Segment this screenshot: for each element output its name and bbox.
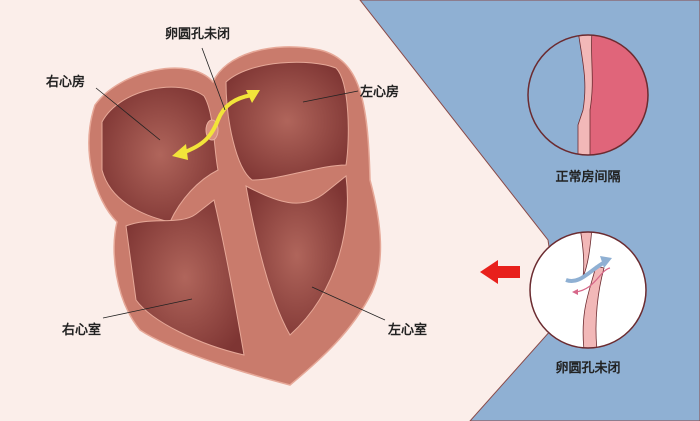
label-left-atrium: 左心房 bbox=[360, 84, 399, 100]
left-atrium-chamber bbox=[225, 61, 349, 181]
heart bbox=[88, 46, 382, 386]
red-arrow-icon bbox=[480, 260, 520, 284]
label-pfo-top: 卵圆孔未闭 bbox=[165, 26, 230, 42]
yellow-double-arrow bbox=[181, 93, 253, 155]
arrowhead-right bbox=[246, 90, 260, 103]
right-atrium-chamber bbox=[101, 86, 219, 223]
blue-panel bbox=[359, 0, 700, 421]
label-right-ventricle: 右心室 bbox=[61, 322, 101, 338]
caption-normal-septum: 正常房间隔 bbox=[555, 169, 620, 185]
pfo-circle bbox=[529, 231, 647, 349]
right-ventricle-chamber bbox=[125, 199, 245, 356]
arrowhead-left bbox=[172, 144, 188, 160]
caption-pfo: 卵圆孔未闭 bbox=[555, 360, 620, 376]
label-left-ventricle: 左心室 bbox=[388, 322, 427, 338]
label-right-atrium: 右心房 bbox=[45, 74, 85, 90]
pink-flow-arrow bbox=[574, 267, 611, 293]
left-ventricle-chamber bbox=[245, 175, 348, 336]
blue-flow-arrow bbox=[565, 260, 606, 283]
leader-lines bbox=[95, 47, 386, 321]
normal-septum-circle bbox=[527, 34, 649, 156]
